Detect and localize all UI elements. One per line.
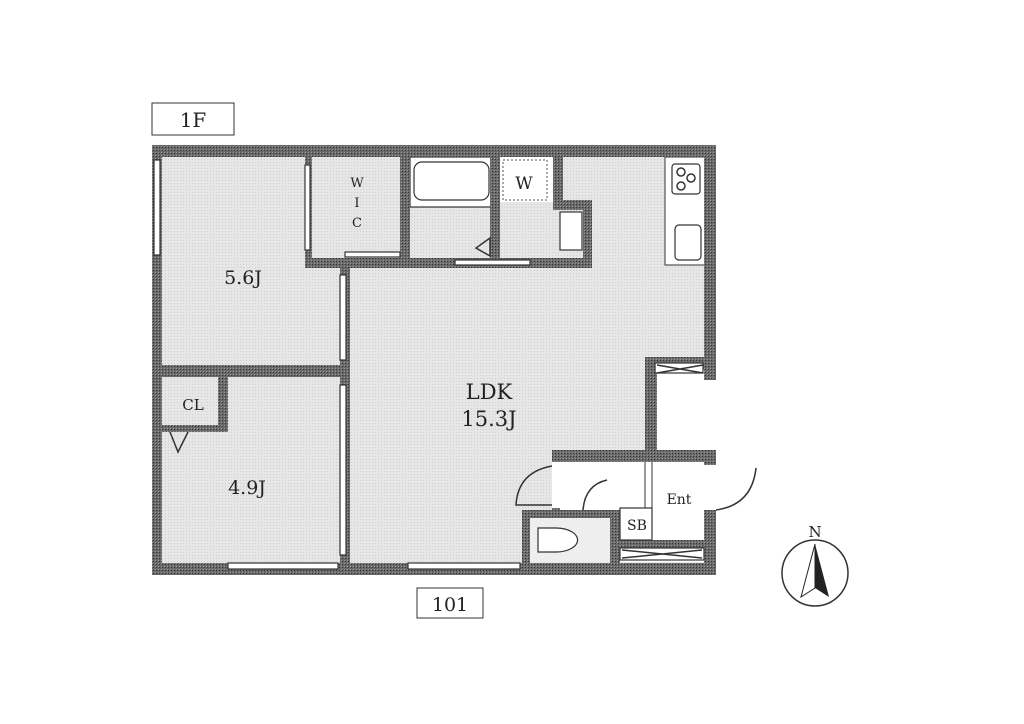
floor-area xyxy=(160,155,717,570)
compass-north-label: N xyxy=(808,523,821,541)
room-label-closet: CL xyxy=(182,396,203,414)
wic-label-3: C xyxy=(352,216,362,231)
fixtures xyxy=(413,159,702,553)
openings xyxy=(153,159,757,570)
north-arrow-icon xyxy=(815,544,829,597)
stove-icon xyxy=(671,163,701,195)
compass: N xyxy=(781,523,849,607)
wic-label-1: W xyxy=(350,176,364,191)
unit-number: 101 xyxy=(432,594,468,616)
wic-label-2: I xyxy=(354,196,359,211)
washer-label: W xyxy=(515,174,533,194)
room-label-bedroom2: 4.9J xyxy=(228,477,266,499)
shoe-box-label: SB xyxy=(627,518,647,534)
room-size-ldk: 15.3J xyxy=(461,407,516,431)
sink-icon xyxy=(674,224,702,261)
floor-label-box xyxy=(151,102,235,136)
room-label-ldk: LDK xyxy=(466,380,513,404)
bathtub-icon xyxy=(413,161,490,201)
washbasin-icon xyxy=(559,211,583,251)
room-label-bedroom1: 5.6J xyxy=(224,267,262,289)
entrance-label: Ent xyxy=(667,492,692,508)
floor-label: 1F xyxy=(180,108,207,132)
toilet-icon xyxy=(537,527,579,553)
unit-number-box xyxy=(416,587,484,619)
